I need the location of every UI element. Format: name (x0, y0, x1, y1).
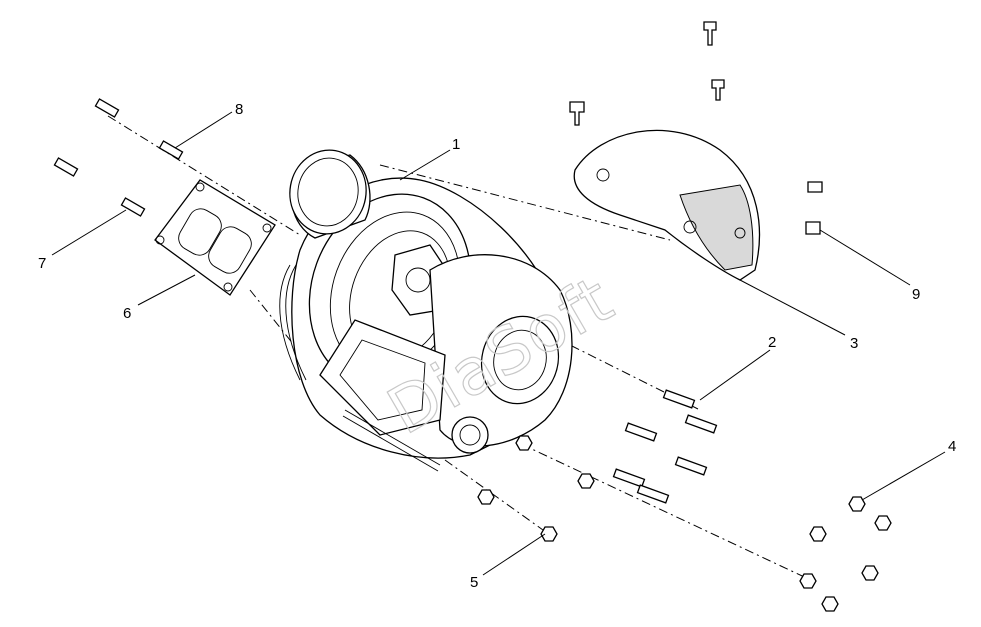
callout-5: 5 (470, 574, 478, 591)
callout-7: 7 (38, 255, 46, 272)
callout-1: 1 (452, 136, 460, 153)
callout-4: 4 (948, 438, 956, 455)
callout-6: 6 (123, 305, 131, 322)
callout-9: 9 (912, 286, 920, 303)
leader-lines (51, 111, 946, 576)
hex-nuts (477, 435, 892, 612)
studs (53, 98, 718, 504)
flange-gasket (154, 179, 276, 296)
heat-shield (573, 129, 761, 281)
callout-3: 3 (850, 335, 858, 352)
bolts (569, 21, 823, 235)
turbocharger-assembly (279, 149, 573, 472)
callout-labels: 1 2 3 4 5 6 7 8 9 (38, 101, 956, 591)
callout-8: 8 (235, 101, 243, 118)
callout-2: 2 (768, 334, 776, 351)
